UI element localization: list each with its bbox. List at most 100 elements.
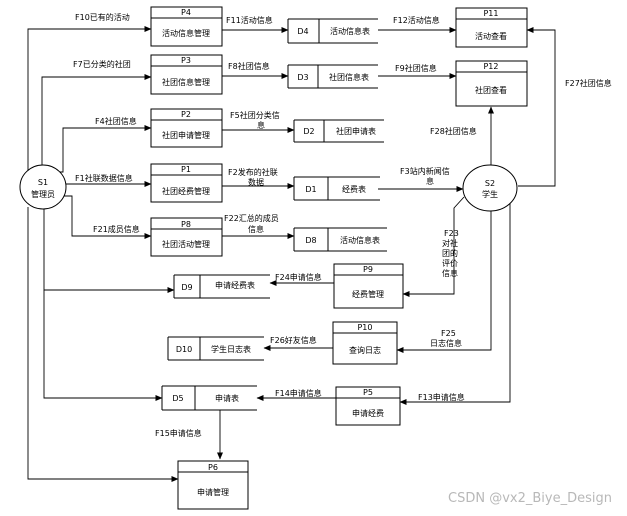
- process-p11-name: 活动查看: [475, 31, 507, 41]
- process-p10[interactable]: P10 查询日志: [332, 321, 398, 365]
- process-p4-name: 活动信息管理: [162, 28, 210, 38]
- store-d1-id: D1: [305, 185, 316, 194]
- store-d3-id: D3: [297, 73, 308, 82]
- entity-s2[interactable]: S2 学生: [462, 164, 518, 212]
- process-p1-name: 社团经费管理: [162, 186, 210, 196]
- flow-f25-label-1: F25: [441, 329, 456, 338]
- flow-f23-label-2: 对社: [442, 238, 458, 248]
- process-p6[interactable]: P6 申请管理: [177, 460, 249, 510]
- store-d8-id: D8: [305, 236, 316, 245]
- store-d2-name: 社团申请表: [336, 126, 376, 136]
- process-p5-name: 申请经费: [352, 408, 384, 418]
- flow-f23-label-5: 信息: [442, 268, 458, 278]
- store-d9[interactable]: D9 申请经费表: [173, 274, 270, 299]
- process-p8[interactable]: P8 社团活动管理: [150, 217, 223, 257]
- flow-f4-line: [58, 125, 152, 173]
- process-p12-name: 社团查看: [475, 85, 507, 95]
- entity-s1-name: 管理员: [31, 189, 55, 199]
- store-d3-name: 社团信息表: [329, 72, 369, 82]
- process-p10-id: P10: [357, 323, 372, 332]
- flow-f26-label: F26好友信息: [270, 335, 317, 345]
- process-p6-id: P6: [208, 463, 218, 472]
- entity-s1-id: S1: [38, 178, 48, 187]
- process-p9-name: 经费管理: [352, 289, 384, 299]
- store-d10-id: D10: [176, 345, 192, 354]
- flow-f2-label-1: F2发布的社联: [228, 167, 278, 177]
- flow-f27-line: [518, 27, 556, 187]
- store-d8[interactable]: D8 活动信息表: [293, 227, 387, 252]
- flow-f22-label-2: 信息: [248, 224, 264, 234]
- process-p2-name: 社团申请管理: [162, 130, 210, 140]
- process-p8-name: 社团活动管理: [162, 239, 210, 249]
- store-d1-name: 经费表: [342, 184, 366, 194]
- flow-f4-label: F4社团信息: [95, 116, 137, 126]
- process-p10-name: 查询日志: [349, 345, 381, 355]
- process-p1-id: P1: [181, 165, 191, 174]
- flow-f25-line: [396, 211, 492, 353]
- process-p5-id: P5: [363, 388, 373, 397]
- store-d2-id: D2: [303, 127, 314, 136]
- store-d4-name: 活动信息表: [330, 26, 370, 36]
- flow-f23-line: [402, 196, 465, 297]
- process-p4[interactable]: P4 活动信息管理: [150, 6, 223, 47]
- flow-f9-label: F9社团信息: [395, 63, 437, 73]
- flow-f28-label: F28社团信息: [430, 126, 477, 136]
- store-d9-name: 申请经费表: [215, 280, 255, 290]
- process-p3[interactable]: P3 社团信息管理: [150, 54, 223, 95]
- process-p3-id: P3: [181, 56, 191, 65]
- flow-f22-label-1: F22汇总的成员: [224, 213, 279, 223]
- process-p11-id: P11: [483, 9, 498, 18]
- flow-f14-label: F14申请信息: [275, 388, 322, 398]
- flow-f10-label: F10已有的活动: [75, 12, 130, 22]
- entity-s2-name: 学生: [482, 189, 498, 199]
- store-d8-name: 活动信息表: [340, 235, 380, 245]
- store-d10[interactable]: D10 学生日志表: [167, 336, 264, 361]
- flow-f3-label-2: 息: [426, 176, 434, 186]
- process-p2-id: P2: [181, 110, 191, 119]
- flow-f3-label-1: F3站内新闻信: [400, 166, 450, 176]
- flow-f8-label: F8社团信息: [228, 61, 270, 71]
- process-p8-id: P8: [181, 220, 191, 229]
- entity-s1[interactable]: S1 管理员: [19, 164, 67, 210]
- flow-f25-label-2: 日志信息: [430, 338, 462, 348]
- flow-f23-label-3: 团的: [442, 248, 458, 258]
- process-p2[interactable]: P2 社团申请管理: [150, 108, 223, 148]
- flow-s1-p6-line: [27, 207, 179, 482]
- flow-f24-label: F24申请信息: [275, 272, 322, 282]
- store-d4[interactable]: D4 活动信息表: [287, 18, 378, 44]
- process-p5[interactable]: P5 申请经费: [335, 386, 401, 426]
- flow-f1-label: F1社联数据信息: [75, 173, 133, 183]
- process-p11[interactable]: P11 活动查看: [455, 7, 528, 48]
- process-p12-id: P12: [483, 62, 498, 71]
- flow-f12-label: F12活动信息: [393, 15, 440, 25]
- store-d10-name: 学生日志表: [211, 344, 251, 354]
- flow-f5-label-2: 息: [257, 120, 265, 130]
- flow-lines: [27, 26, 556, 482]
- watermark-text: CSDN @vx2_Biye_Design: [448, 491, 612, 506]
- process-p3-name: 社团信息管理: [162, 77, 210, 87]
- flow-labels: F10已有的活动 F11活动信息 F12活动信息 F7已分类的社团 F8社团信息…: [73, 12, 612, 438]
- store-d1[interactable]: D1 经费表: [293, 176, 380, 201]
- store-d2[interactable]: D2 社团申请表: [293, 119, 384, 143]
- store-d5-name: 申请表: [215, 393, 239, 403]
- store-d3[interactable]: D3 社团信息表: [287, 64, 378, 89]
- flow-f2-label-2: 数据: [248, 177, 264, 187]
- flow-f21-label: F21成员信息: [93, 224, 140, 234]
- flow-f27-label: F27社团信息: [565, 78, 612, 88]
- process-p9[interactable]: P9 经费管理: [333, 263, 404, 309]
- process-p4-id: P4: [181, 8, 191, 17]
- process-p6-name: 申请管理: [197, 487, 229, 497]
- flow-f11-label: F11活动信息: [226, 15, 273, 25]
- flow-f21-line: [58, 195, 152, 239]
- flow-f15-label: F15申请信息: [155, 428, 202, 438]
- flow-f13-label: F13申请信息: [418, 392, 465, 402]
- flow-f7-line: [41, 74, 152, 170]
- flow-f13-line: [399, 203, 511, 405]
- process-p12[interactable]: P12 社团查看: [455, 60, 528, 107]
- flow-f23-label-1: F23: [444, 229, 459, 238]
- store-d5[interactable]: D5 申请表: [161, 385, 257, 411]
- process-p1[interactable]: P1 社团经费管理: [150, 163, 223, 203]
- entity-s2-id: S2: [485, 179, 495, 188]
- flow-f23-label-4: 评价: [442, 259, 458, 268]
